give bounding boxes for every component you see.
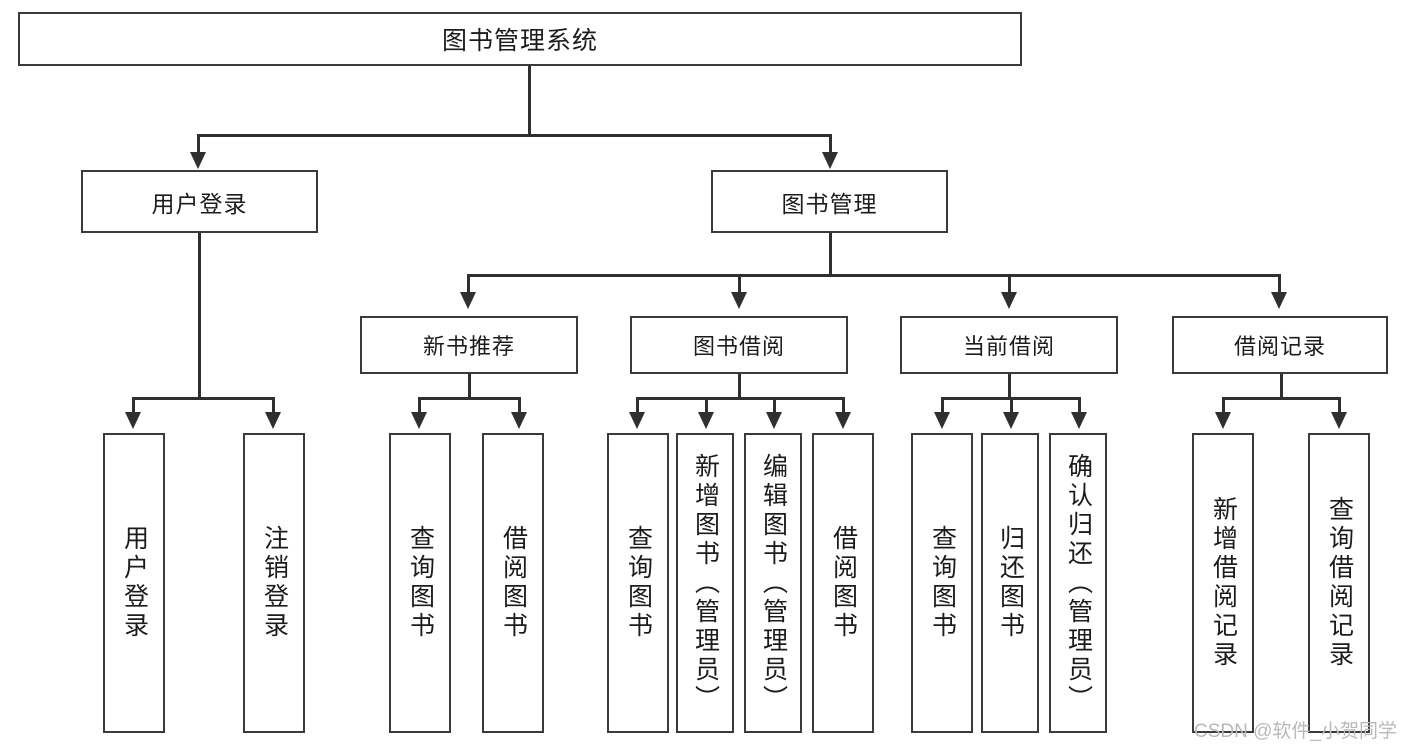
connector-records-bus: [1222, 397, 1340, 400]
leaf-current-confirm-return-admin[interactable]: 确认归还（管理员）: [1049, 433, 1107, 733]
arrow-borrow-leaf2: [698, 412, 714, 429]
leaf-records-query-record[interactable]: 查询借阅记录: [1308, 433, 1370, 733]
node-book-management[interactable]: 图书管理: [711, 170, 948, 233]
connector-newbooks-stem: [468, 374, 471, 399]
connector-bookmgmt-to-current: [1008, 274, 1011, 296]
arrow-bookmgmt-to-current: [1001, 292, 1017, 309]
connector-bookmgmt-bus: [467, 274, 1280, 277]
leaf-label: 查询图书: [406, 525, 435, 641]
connector-root-to-bookmgmt: [829, 134, 832, 156]
connector-current-d3: [1078, 397, 1081, 415]
leaf-newbooks-borrow-book[interactable]: 借阅图书: [482, 433, 544, 733]
leaf-label: 查询借阅记录: [1325, 496, 1354, 670]
connector-borrow-d1: [636, 397, 639, 415]
connector-bookmgmt-to-newbooks: [467, 274, 470, 296]
connector-login-stem: [198, 233, 201, 399]
connector-newbooks-d1: [418, 397, 421, 415]
arrow-root-to-login: [190, 152, 206, 169]
node-borrow-records[interactable]: 借阅记录: [1172, 316, 1388, 374]
node-user-login[interactable]: 用户登录: [81, 170, 318, 233]
leaf-label: 借阅图书: [499, 525, 528, 641]
connector-borrow-bus: [636, 397, 844, 400]
leaf-label: 新增借阅记录: [1209, 496, 1238, 670]
arrow-records-leaf1: [1215, 412, 1231, 429]
arrow-root-to-bookmgmt: [822, 152, 838, 169]
arrow-login-to-leaf2: [265, 412, 281, 429]
connector-borrow-d2: [705, 397, 708, 415]
connector-current-stem: [1008, 374, 1011, 399]
connector-login-to-leaf2: [272, 397, 275, 415]
arrow-bookmgmt-to-borrow: [731, 292, 747, 309]
arrow-current-leaf2: [1003, 412, 1019, 429]
connector-bookmgmt-stem: [829, 233, 832, 276]
node-new-book-recommend[interactable]: 新书推荐: [360, 316, 578, 374]
connector-borrow-d4: [842, 397, 845, 415]
arrow-bookmgmt-to-newbooks: [460, 292, 476, 309]
connector-borrow-d3: [773, 397, 776, 415]
connector-borrow-stem: [738, 374, 741, 399]
node-root-system[interactable]: 图书管理系统: [18, 12, 1022, 66]
leaf-current-query-book[interactable]: 查询图书: [911, 433, 973, 733]
node-book-borrow[interactable]: 图书借阅: [630, 316, 848, 374]
arrow-records-leaf2: [1331, 412, 1347, 429]
leaf-records-add-record[interactable]: 新增借阅记录: [1192, 433, 1254, 733]
leaf-label: 确认归还（管理员）: [1064, 452, 1093, 714]
node-current-borrow[interactable]: 当前借阅: [900, 316, 1118, 374]
arrow-newbooks-leaf2: [511, 412, 527, 429]
leaf-borrow-borrow-book[interactable]: 借阅图书: [812, 433, 874, 733]
connector-login-bus: [132, 397, 274, 400]
leaf-label: 查询图书: [928, 525, 957, 641]
leaf-label: 新增图书（管理员）: [691, 452, 720, 714]
arrow-newbooks-leaf1: [411, 412, 427, 429]
arrow-login-to-leaf1: [125, 412, 141, 429]
connector-root-to-login: [197, 134, 200, 156]
connector-login-to-leaf1: [132, 397, 135, 415]
connector-newbooks-bus: [418, 397, 520, 400]
connector-bookmgmt-to-records: [1278, 274, 1281, 296]
arrow-borrow-leaf3: [766, 412, 782, 429]
leaf-current-return-book[interactable]: 归还图书: [981, 433, 1039, 733]
connector-records-d2: [1338, 397, 1341, 415]
leaf-borrow-add-book-admin[interactable]: 新增图书（管理员）: [676, 433, 734, 733]
leaf-label: 借阅图书: [829, 525, 858, 641]
leaf-label: 编辑图书（管理员）: [759, 452, 788, 714]
leaf-label: 归还图书: [996, 525, 1025, 641]
connector-records-d1: [1222, 397, 1225, 415]
leaf-borrow-edit-book-admin[interactable]: 编辑图书（管理员）: [744, 433, 802, 733]
leaf-label: 用户登录: [120, 525, 149, 641]
connector-records-stem: [1280, 374, 1283, 399]
connector-current-d2: [1010, 397, 1013, 415]
leaf-label: 注销登录: [260, 525, 289, 641]
leaf-user-login[interactable]: 用户登录: [103, 433, 165, 733]
connector-root-stem: [528, 66, 531, 136]
arrow-borrow-leaf1: [629, 412, 645, 429]
connector-root-bus: [197, 134, 831, 137]
arrow-current-leaf3: [1071, 412, 1087, 429]
arrow-borrow-leaf4: [835, 412, 851, 429]
leaf-label: 查询图书: [624, 525, 653, 641]
connector-current-d1: [941, 397, 944, 415]
connector-newbooks-d2: [518, 397, 521, 415]
connector-bookmgmt-to-borrow: [738, 274, 741, 296]
leaf-logout[interactable]: 注销登录: [243, 433, 305, 733]
leaf-newbooks-query-book[interactable]: 查询图书: [389, 433, 451, 733]
arrow-current-leaf1: [934, 412, 950, 429]
leaf-borrow-query-book[interactable]: 查询图书: [607, 433, 669, 733]
arrow-bookmgmt-to-records: [1271, 292, 1287, 309]
